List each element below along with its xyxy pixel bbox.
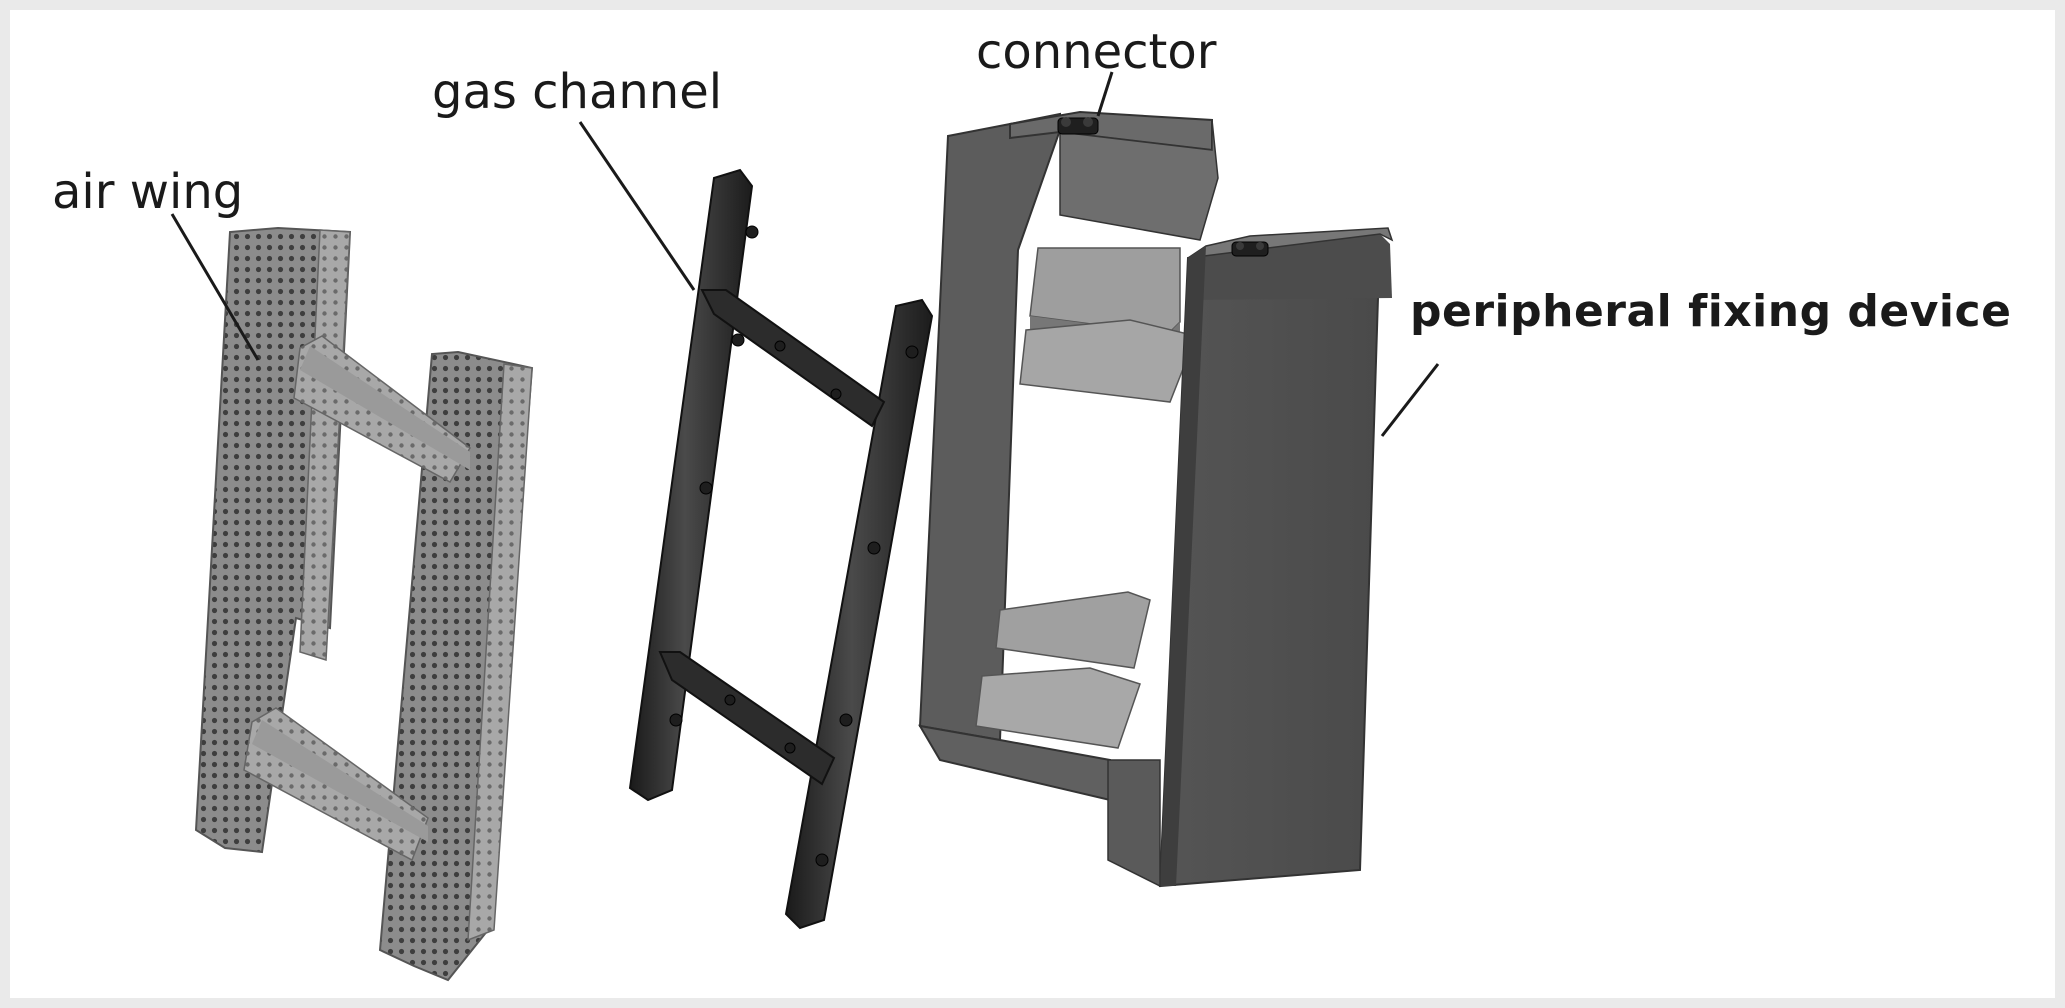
fixing-device-lower-shelf [995, 591, 1151, 669]
air-wing-leader-line [170, 213, 260, 361]
fixing-device-bottom-shelf [975, 667, 1141, 749]
connector-label: connector [976, 24, 1217, 80]
connector-part [1057, 117, 1269, 257]
air-wing-label: air wing [52, 164, 244, 220]
gas-channel-label: gas channel [432, 64, 723, 120]
peripheral-fixing-device-label: peripheral fixing device [1410, 286, 2012, 337]
peripheral-fixing-device-part [918, 110, 1394, 888]
gas-channel-left-pipe [628, 168, 754, 802]
connector-leader-line [1096, 71, 1114, 117]
gas-channel-lower-pipe [658, 651, 836, 786]
gas-channel-leader-line [578, 121, 696, 291]
peripheral-fixing-device-leader-line [1380, 363, 1440, 437]
gas-channel-part [628, 168, 934, 930]
air-wing-part [194, 226, 534, 982]
fixing-device-middle-shelf [1019, 319, 1198, 403]
